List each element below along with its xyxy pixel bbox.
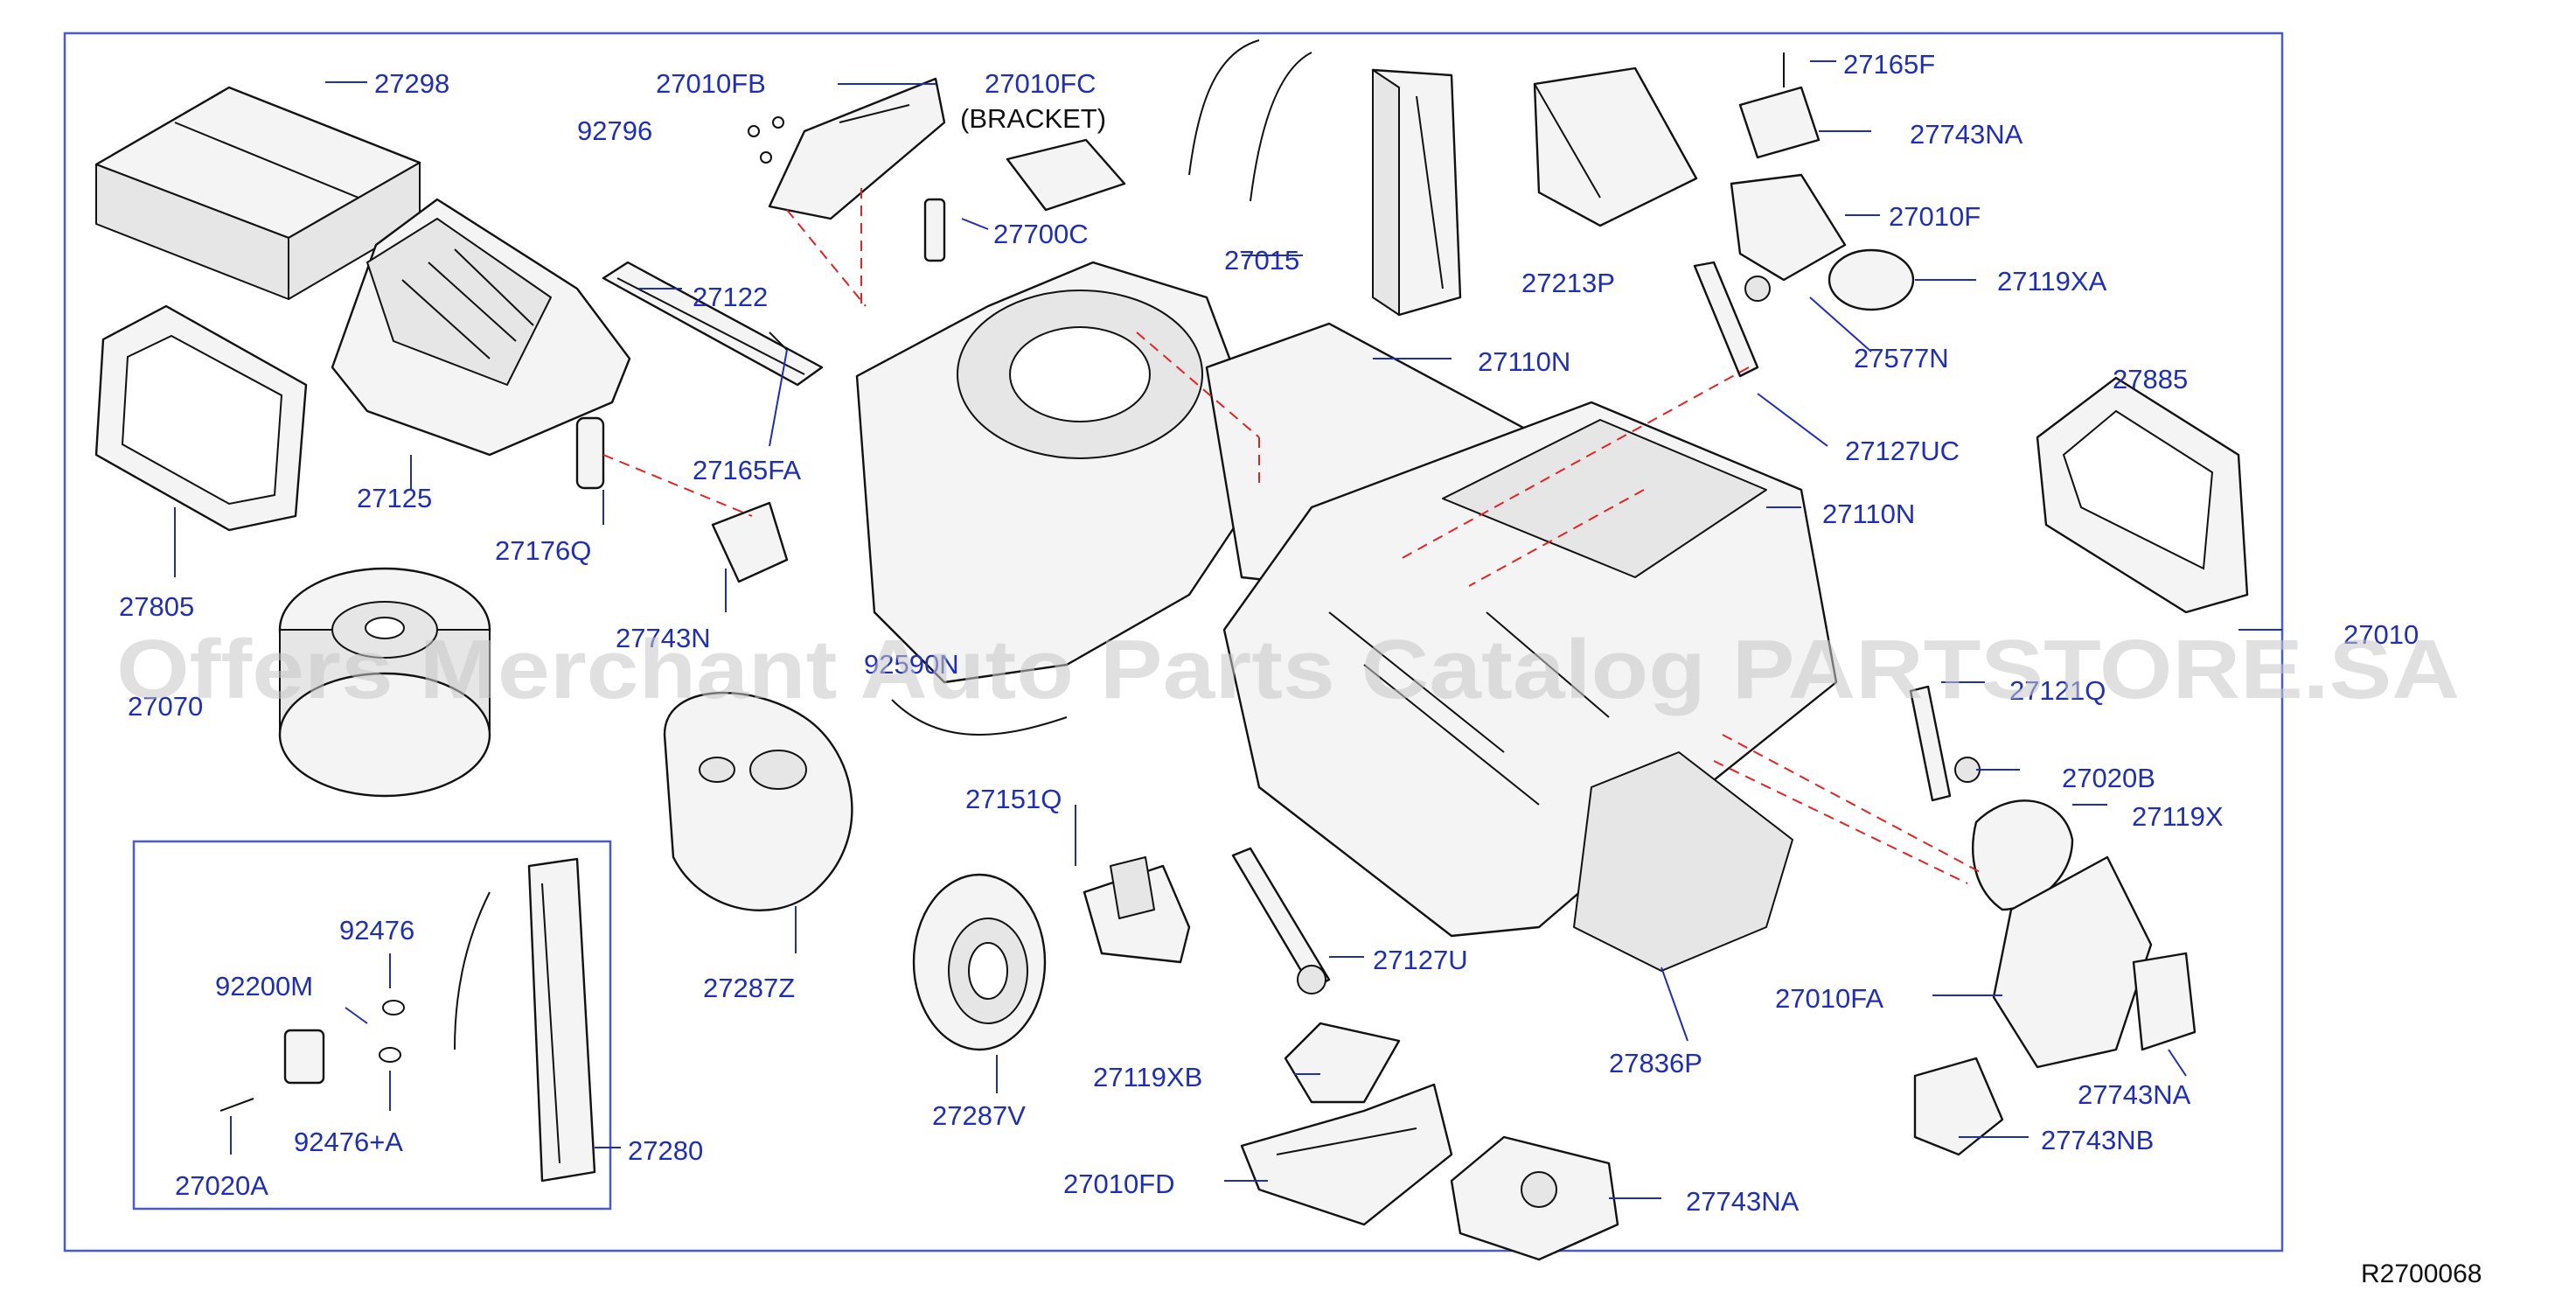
part-labels: 27298 27010FB 27010FC (BRACKET) 92796 27… <box>119 49 2419 1217</box>
evaporator-group-part <box>219 857 596 1183</box>
link-27127U-part <box>1231 847 1331 994</box>
bracket-27010FD-part <box>1240 1083 1453 1226</box>
label-27743NA-right: 27743NA <box>2078 1079 2191 1110</box>
filter-door-strip-part <box>602 261 824 387</box>
label-27700C: 27700C <box>993 219 1089 249</box>
inset-frame <box>132 840 612 1211</box>
label-27165F: 27165F <box>1843 49 1935 80</box>
label-27805: 27805 <box>119 591 194 622</box>
label-27010FB: 27010FB <box>656 68 766 99</box>
hvac-case-part <box>855 261 1838 972</box>
actuator-bottom-part <box>1450 1135 1619 1261</box>
small-actuator-part <box>575 416 789 583</box>
label-27151Q: 27151Q <box>965 784 1062 814</box>
watermark-text: Offers Merchant Auto Parts Catalog PARTS… <box>116 623 2460 716</box>
label-27213P: 27213P <box>1521 268 1615 298</box>
label-27127U: 27127U <box>1373 945 1468 975</box>
label-27119X: 27119X <box>2132 801 2224 832</box>
label-27743NA-bottom: 27743NA <box>1686 1186 1800 1217</box>
label-27010: 27010 <box>2343 619 2419 650</box>
label-92476: 92476 <box>339 915 414 946</box>
alignment-lines <box>602 188 1986 884</box>
label-92590N: 92590N <box>864 649 959 680</box>
label-27122: 27122 <box>693 282 768 312</box>
label-27743NA-top: 27743NA <box>1910 119 2023 150</box>
duct-27287V-part <box>912 873 1047 1051</box>
label-27070: 27070 <box>128 691 203 722</box>
label-27885: 27885 <box>2113 364 2188 394</box>
label-27121Q: 27121Q <box>2009 675 2106 706</box>
top-actuator-group-part <box>1693 52 1915 378</box>
label-27020A: 27020A <box>175 1170 268 1201</box>
control-unit-part <box>1533 66 1698 227</box>
label-27280: 27280 <box>628 1135 703 1166</box>
label-27577N: 27577N <box>1854 343 1949 373</box>
label-27119XB: 27119XB <box>1093 1062 1202 1092</box>
label-27110N-b: 27110N <box>1822 499 1915 529</box>
label-bracket: (BRACKET) <box>960 103 1106 134</box>
door-27119XB-part <box>1284 1022 1401 1104</box>
reference-code: R2700068 <box>2361 1260 2482 1288</box>
label-27298: 27298 <box>374 68 449 99</box>
part-illustrations <box>94 39 2249 1261</box>
label-27836P: 27836P <box>1609 1048 1702 1078</box>
label-92796: 92796 <box>577 115 652 146</box>
heater-core-part <box>1188 39 1462 317</box>
label-27165FA: 27165FA <box>693 455 801 485</box>
label-27010FD: 27010FD <box>1063 1169 1175 1199</box>
label-27127UC: 27127UC <box>1845 436 1960 466</box>
label-27176Q: 27176Q <box>495 535 591 566</box>
resistor-part <box>1083 856 1191 964</box>
label-27287Z: 27287Z <box>703 973 795 1003</box>
intake-housing-part <box>331 198 631 457</box>
cabin-filter-part <box>94 86 421 300</box>
label-92476-A: 92476+A <box>294 1127 403 1157</box>
seal-ring-part <box>94 304 308 532</box>
label-27743NB: 27743NB <box>2041 1125 2154 1155</box>
blower-motor-part <box>278 567 491 798</box>
brackets-part <box>748 77 1126 262</box>
label-27125: 27125 <box>357 483 432 513</box>
right-side-parts <box>1909 376 2249 1156</box>
label-27743N: 27743N <box>616 623 711 653</box>
label-27015: 27015 <box>1224 245 1299 276</box>
label-92200M: 92200M <box>215 971 313 1001</box>
duct-27287Z-part <box>663 691 853 911</box>
label-27010F: 27010F <box>1889 201 1981 232</box>
label-27287V: 27287V <box>932 1100 1026 1131</box>
leader-lines <box>174 60 2282 1199</box>
label-27119XA: 27119XA <box>1997 266 2107 297</box>
label-27010FC: 27010FC <box>985 68 1097 99</box>
label-27110N-a: 27110N <box>1478 346 1570 377</box>
label-27020B: 27020B <box>2062 763 2155 793</box>
label-27010FA: 27010FA <box>1775 983 1883 1014</box>
diagram-frame <box>63 31 2284 1253</box>
